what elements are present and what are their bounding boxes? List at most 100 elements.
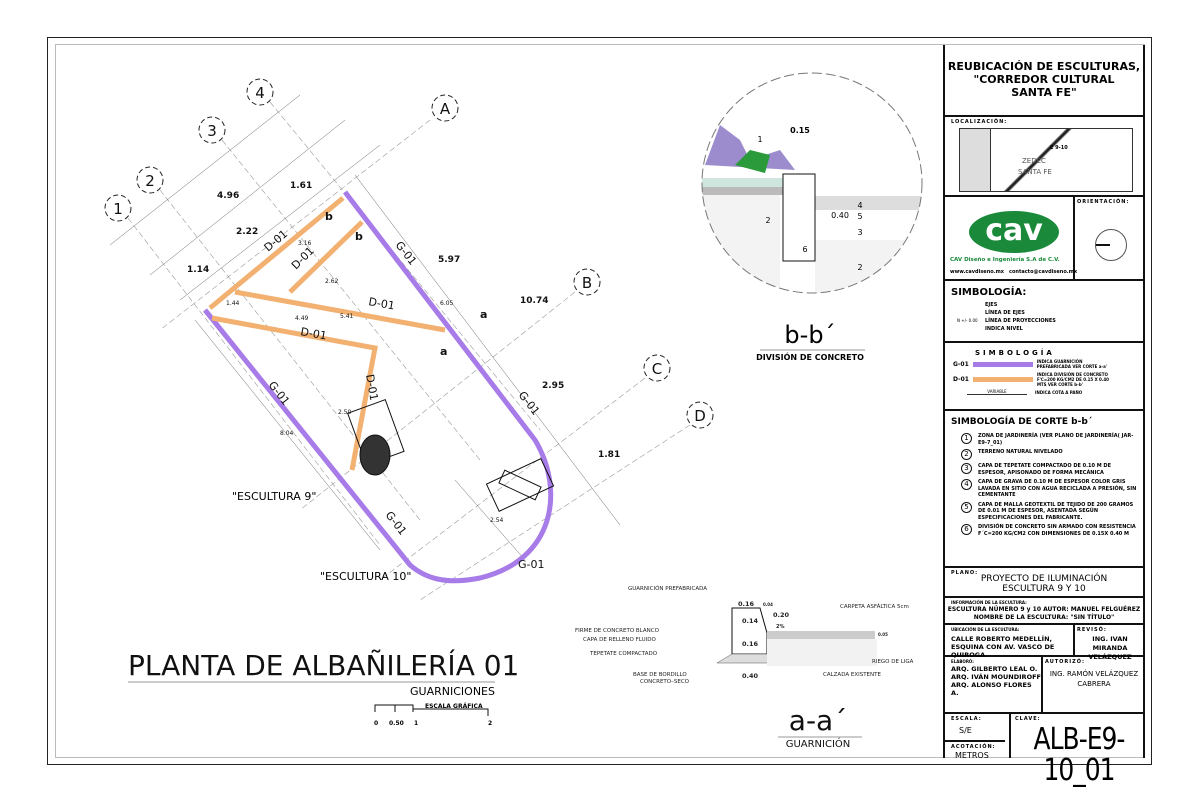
d01-divisions [208, 196, 446, 471]
section-bb-subtitle: DIVISIÓN DE CONCRETO [756, 351, 864, 362]
svg-text:D: D [694, 407, 706, 425]
axis-bubble-D: D [686, 401, 714, 429]
svg-text:2.22: 2.22 [236, 227, 258, 237]
dimension-lines [109, 94, 621, 561]
svg-text:0.15: 0.15 [790, 126, 810, 135]
svg-text:G-01: G-01 [518, 558, 545, 571]
sculpture-10-label: "ESCULTURA 10" [320, 570, 411, 583]
svg-text:3: 3 [857, 228, 862, 237]
svg-text:FIRME DE CONCRETO BLANCO: FIRME DE CONCRETO BLANCO [575, 628, 660, 634]
info-label: INFORMACIÓN DE LA ESCULTURA: [951, 600, 1027, 605]
sculpture-9-label: "ESCULTURA 9" [232, 490, 316, 503]
info-line: ESCULTURA NÚMERO 9 y 10 AUTOR: MANUEL FE… [947, 606, 1141, 613]
plano-line: ESCULTURA 9 Y 10 [1002, 584, 1086, 594]
svg-text:2: 2 [145, 172, 155, 190]
legend-item: EJES [985, 302, 998, 308]
company-web: www.cavdiseno.mx [950, 269, 1005, 275]
svg-text:a: a [440, 345, 447, 358]
svg-text:D-01: D-01 [363, 373, 380, 401]
item-number: 5 [961, 501, 972, 513]
svg-text:1: 1 [113, 200, 123, 218]
plano-section: PLANO: PROYECTO DE ILUMINACIÓN ESCULTURA… [945, 568, 1143, 598]
item-text: CAPA DE TEPETATE COMPACTADO DE 0.10 M DE… [978, 463, 1111, 476]
svg-text:1: 1 [414, 720, 418, 727]
g01-swatch [972, 361, 1033, 367]
axis-bubble-1: 1 [104, 194, 132, 222]
legend-item: INDICA NIVEL [985, 326, 1023, 332]
svg-text:CAPA DE RELLENO FLUIDO: CAPA DE RELLENO FLUIDO [583, 637, 656, 643]
svg-text:b: b [325, 210, 333, 223]
project-line: SANTA FE" [1011, 86, 1077, 99]
info-line: NOMBRE DE LA ESCULTURA: "SIN TÍTULO" [973, 614, 1115, 621]
corte-legend-item: 1 ZONA DE JARDINERÍA (VER PLANO DE JARDIN… [961, 433, 1143, 446]
svg-text:D-01: D-01 [367, 295, 395, 312]
acotacion-label: ACOTACIÓN: [951, 744, 996, 750]
svg-text:a: a [480, 308, 487, 321]
north-arrow-icon [1095, 229, 1127, 261]
logo-section: cav CAV Diseño e Ingeniería S.A de C.V. … [945, 197, 1143, 281]
acotacion-value: METROS [955, 751, 989, 760]
svg-text:0.50: 0.50 [389, 720, 404, 727]
svg-text:CALZADA EXISTENTE: CALZADA EXISTENTE [823, 672, 882, 678]
d01-swatch [972, 377, 1033, 382]
company-name: CAV Diseño e Ingeniería S.A de C.V. [950, 257, 1060, 263]
info-section: INFORMACIÓN DE LA ESCULTURA: ESCULTURA N… [945, 598, 1143, 625]
svg-text:3: 3 [207, 122, 217, 140]
svg-text:TEPETATE COMPACTADO: TEPETATE COMPACTADO [589, 651, 658, 657]
variable-text: VARIABLE [967, 389, 1027, 395]
svg-text:2: 2 [857, 263, 862, 272]
svg-text:0.16: 0.16 [742, 640, 759, 648]
svg-text:4: 4 [255, 84, 265, 102]
svg-text:5.41: 5.41 [340, 313, 354, 320]
svg-text:0.05: 0.05 [878, 632, 888, 637]
clave-label: CLAVE: [1015, 716, 1041, 722]
corte-title: SIMBOLOGÍA DE CORTE b-b´ [951, 417, 1093, 427]
ubicacion-text: CALLE ROBERTO MEDELLÍN, ESQUINA CON AV. … [951, 635, 1055, 659]
escala-section: ESCALA: S/E ACOTACIÓN: METROS [945, 714, 1011, 760]
simbologia-title: SIMBOLOGÍA: [951, 287, 1027, 298]
svg-text:2.50: 2.50 [338, 409, 352, 416]
item-text: ZONA DE JARDINERÍA (VER PLANO DE JARDINE… [978, 433, 1134, 446]
g01-curb [203, 190, 554, 584]
svg-text:4.49: 4.49 [295, 315, 309, 322]
axis-bubble-4: 4 [246, 78, 274, 106]
svg-text:5: 5 [857, 212, 862, 221]
svg-text:0.14: 0.14 [742, 617, 759, 625]
title-block: REUBICACIÓN DE ESCULTURAS, "CORREDOR CUL… [943, 45, 1145, 786]
section-bb-detail: 0.15 0.40 12 45 32 6 b-b´ DIVISIÓN DE CO… [701, 72, 923, 362]
g01-desc: INDICA GUARNICIÓN PREFABRICADA VER CORTE… [1036, 359, 1108, 369]
escala-value: S/E [959, 726, 972, 735]
nivel-text: N +/- 0.00 [957, 318, 978, 323]
svg-text:D-01: D-01 [262, 227, 291, 254]
svg-text:2: 2 [765, 216, 770, 225]
svg-text:3.16: 3.16 [298, 240, 312, 247]
item-number: 1 [961, 433, 972, 444]
svg-text:1.44: 1.44 [226, 300, 240, 307]
svg-text:2%: 2% [776, 624, 785, 630]
axis-bubbles: 1 2 3 4 A B C D [104, 78, 714, 429]
g01-code: G-01 [953, 360, 969, 368]
svg-text:ESCALA GRÁFICA: ESCALA GRÁFICA [425, 703, 483, 710]
simbologia-section: SIMBOLOGÍA: EJES LÍNEA DE EJES LÍNEA DE … [945, 281, 1143, 411]
elaboro-label: ELABORÓ: [951, 659, 974, 664]
project-title: REUBICACIÓN DE ESCULTURAS, "CORREDOR CUL… [945, 45, 1143, 117]
svg-text:1.14: 1.14 [187, 265, 209, 275]
reviso-text: ING. IVAN MIRANDA VELÁZQUEZ [1088, 635, 1132, 661]
map-label: SANTA FE [1018, 168, 1052, 176]
escala-label: ESCALA: [951, 716, 982, 722]
d01-code: D-01 [953, 376, 969, 383]
axis-bubble-2: 2 [136, 166, 164, 194]
svg-text:4.96: 4.96 [217, 191, 239, 201]
project-line: REUBICACIÓN DE ESCULTURAS, [947, 60, 1141, 73]
section-aa-subtitle: GUARNICIÓN [786, 737, 851, 750]
svg-text:CONCRETO–SECO: CONCRETO–SECO [640, 679, 690, 685]
svg-text:0.04: 0.04 [763, 602, 773, 607]
item-text: DIVISIÓN DE CONCRETO SIN ARMADO CON RESI… [978, 524, 1136, 537]
svg-text:0.40: 0.40 [742, 672, 759, 680]
